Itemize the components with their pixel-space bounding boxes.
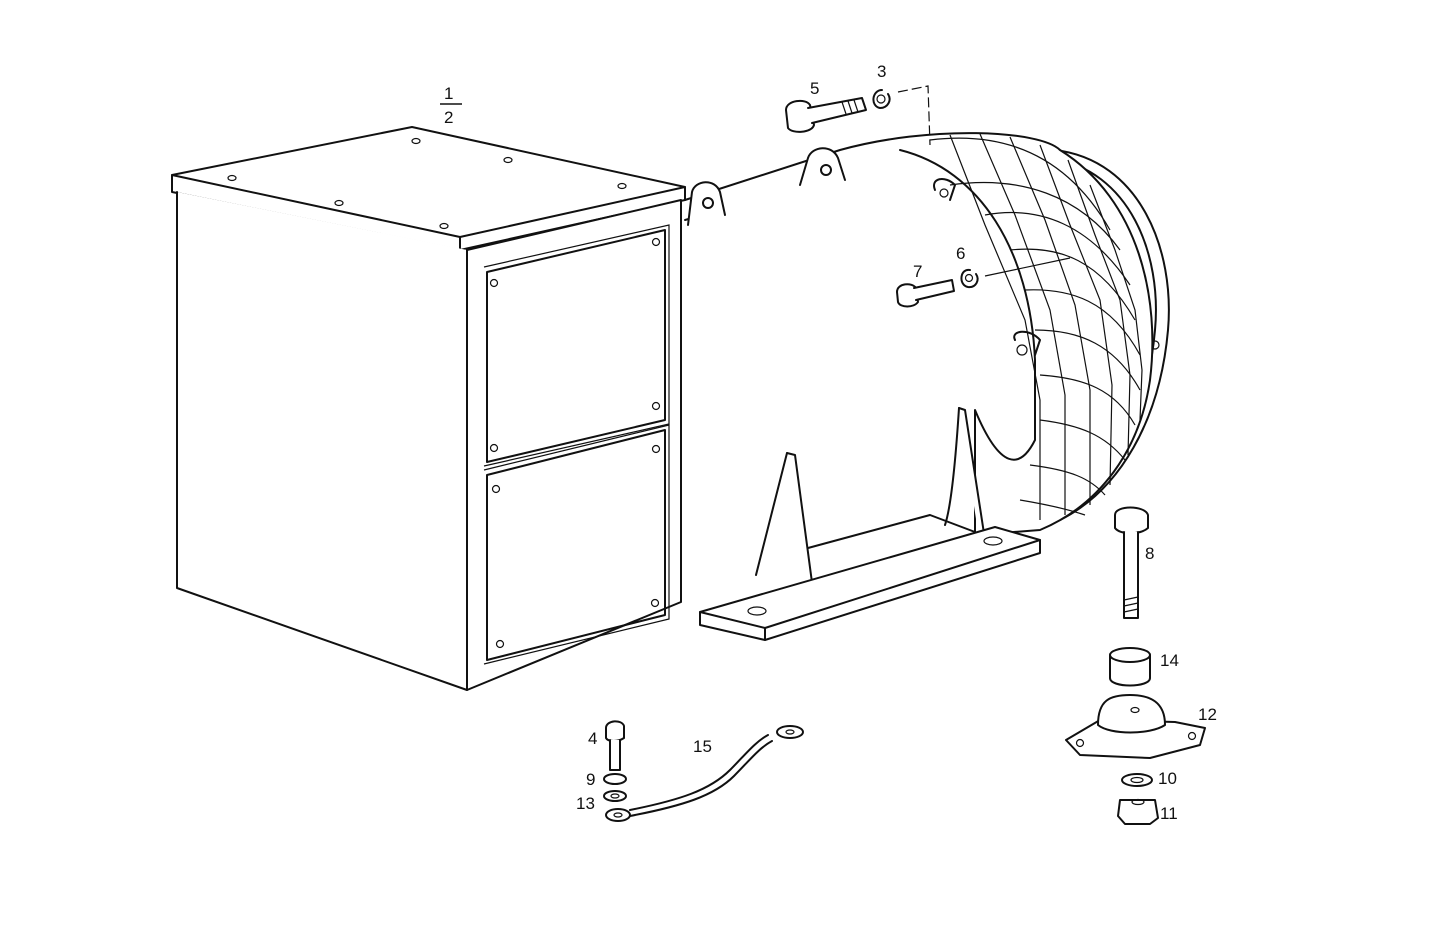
bolt-icon xyxy=(896,279,955,308)
label-part-12: 12 xyxy=(1198,705,1217,724)
bolt-icon xyxy=(785,97,867,133)
label-part-10: 10 xyxy=(1158,769,1177,788)
bushing-icon xyxy=(1109,647,1151,687)
nut-icon xyxy=(1117,798,1159,825)
generator-body-icon xyxy=(684,132,1170,641)
bolt-icon xyxy=(605,720,625,771)
label-part-6: 6 xyxy=(956,244,965,263)
washer-icon xyxy=(1121,773,1153,787)
washer-icon xyxy=(960,268,979,289)
ground-cable-icon xyxy=(605,725,804,822)
label-part-15: 15 xyxy=(693,737,712,756)
grille xyxy=(929,133,1143,520)
washer-icon xyxy=(872,89,891,109)
label-part-2: 2 xyxy=(444,108,453,127)
label-part-1: 1 xyxy=(444,84,453,103)
callout-labels: 1 2 3 5 6 7 8 14 12 10 11 4 15 9 13 xyxy=(440,62,1217,823)
rubber-mount-icon xyxy=(1065,694,1206,759)
label-part-8: 8 xyxy=(1145,544,1154,563)
label-part-4: 4 xyxy=(588,729,597,748)
terminal-box-icon xyxy=(171,126,686,691)
label-part-3: 3 xyxy=(877,62,886,81)
label-part-7: 7 xyxy=(913,262,922,281)
label-part-11: 11 xyxy=(1160,804,1178,823)
label-part-14: 14 xyxy=(1160,651,1179,670)
label-part-13: 13 xyxy=(576,794,595,813)
label-part-9: 9 xyxy=(586,770,595,789)
washer-icon xyxy=(603,773,627,802)
bolt-icon xyxy=(1114,506,1149,619)
label-part-5: 5 xyxy=(810,79,819,98)
